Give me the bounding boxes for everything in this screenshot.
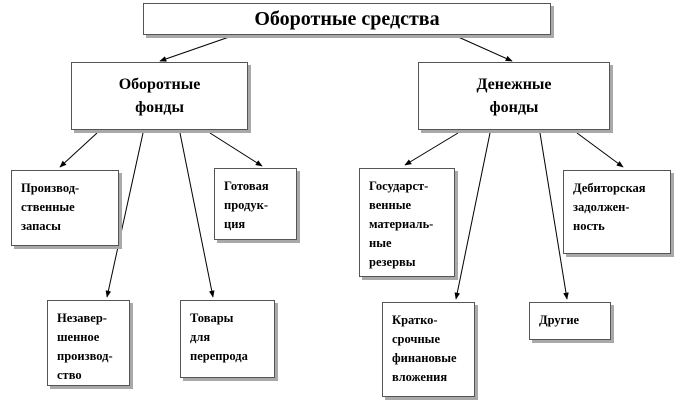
leaf-line: ство (57, 368, 82, 382)
leaf-line: Незавер- (57, 311, 107, 325)
group-left-line-2: фонды (135, 99, 184, 116)
leaf-line: Государст- (369, 179, 429, 193)
leaf-line: перепрода (190, 349, 248, 363)
arrow-left-to-goods-for-resale (179, 132, 215, 298)
arrow-right-to-receivables (576, 132, 624, 168)
leaf-line: ственные (21, 200, 75, 214)
leaf-line: Производ- (21, 181, 80, 195)
arrow-left-to-finished-goods (209, 132, 263, 167)
leaf-line: Готовая (224, 179, 269, 193)
leaf-line: ция (224, 217, 246, 231)
leaf-line: материаль- (369, 217, 434, 231)
arrow-right-to-state-reserves (404, 132, 459, 166)
leaf-line: для (190, 330, 211, 344)
root-node: Оборотные средства (143, 3, 551, 35)
leaf-line: вложения (392, 370, 448, 384)
root-label: Оборотные средства (254, 7, 440, 30)
leaf-line: Товары (190, 311, 234, 325)
leaf-node-work-in-progress: Незавер- шенное производ- ство (47, 300, 130, 386)
leaf-line: Кратко- (392, 313, 438, 327)
leaf-node-finished-goods: Готовая продук- ция (214, 168, 297, 240)
group-node-working-funds: Оборотные фонды (71, 62, 248, 130)
leaf-line: резервы (369, 255, 416, 269)
leaf-node-other: Другие (529, 302, 611, 340)
leaf-node-goods-for-resale: Товары для перепрода (180, 300, 275, 378)
leaf-line: шенное (57, 330, 100, 344)
leaf-line: производ- (57, 349, 113, 363)
group-right-line-1: Денежные (476, 76, 552, 93)
leaf-line: Дебиторская (573, 181, 646, 195)
leaf-node-production-stocks: Производ- ственные запасы (11, 170, 119, 246)
leaf-line: Другие (539, 313, 580, 327)
arrow-root-to-left-group (159, 35, 233, 62)
leaf-line: запасы (21, 219, 61, 233)
leaf-line: продук- (224, 198, 268, 212)
arrow-right-to-other (539, 132, 569, 300)
leaf-node-state-reserves: Государст- венные материаль- ные резервы (359, 168, 455, 277)
leaf-line: срочные (392, 332, 440, 346)
leaf-line: финановые (392, 351, 457, 365)
leaf-line: задолжен- (573, 200, 630, 214)
arrow-left-to-work-in-progress (105, 132, 144, 298)
leaf-line: ные (369, 236, 392, 250)
arrow-right-to-short-term-investments (454, 132, 491, 300)
group-left-line-1: Оборотные (118, 76, 201, 93)
group-right-line-2: фонды (489, 99, 539, 116)
leaf-line: ность (573, 219, 605, 233)
group-node-monetary-funds: Денежные фонды (418, 62, 610, 130)
arrow-left-to-production-stocks (59, 132, 98, 168)
arrow-root-to-right-group (455, 35, 513, 62)
leaf-line: венные (369, 198, 412, 212)
leaf-node-receivables: Дебиторская задолжен- ность (563, 170, 671, 254)
leaf-node-short-term-investments: Кратко- срочные финановые вложения (382, 302, 475, 397)
